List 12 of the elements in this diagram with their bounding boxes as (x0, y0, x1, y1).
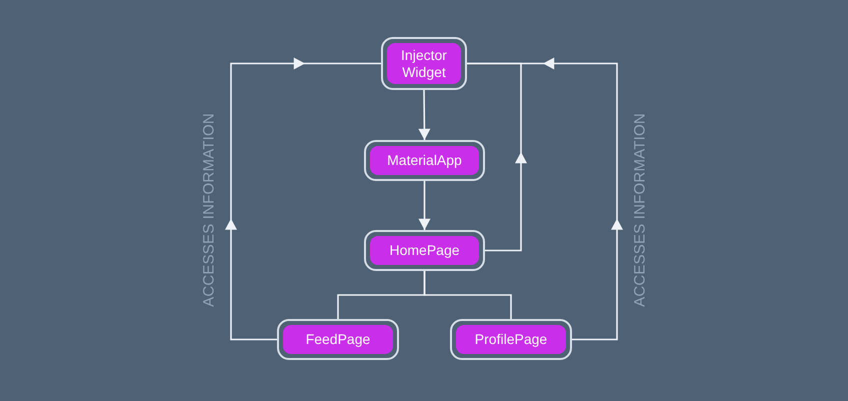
widget-label: FeedPage (283, 325, 393, 354)
node-frame (450, 319, 572, 360)
widget-label: HomePage (370, 236, 479, 265)
node-frame (364, 230, 485, 271)
node-frame (381, 37, 467, 90)
edge-label: ACCESSES INFORMATION (200, 113, 218, 307)
widget-label: ProfilePage (456, 325, 566, 354)
widget-label: Injector Widget (387, 43, 461, 84)
node-frame (277, 319, 399, 360)
node-frame (364, 140, 485, 181)
edge-label: ACCESSES INFORMATION (632, 113, 648, 307)
widget-label: MaterialApp (370, 146, 479, 175)
